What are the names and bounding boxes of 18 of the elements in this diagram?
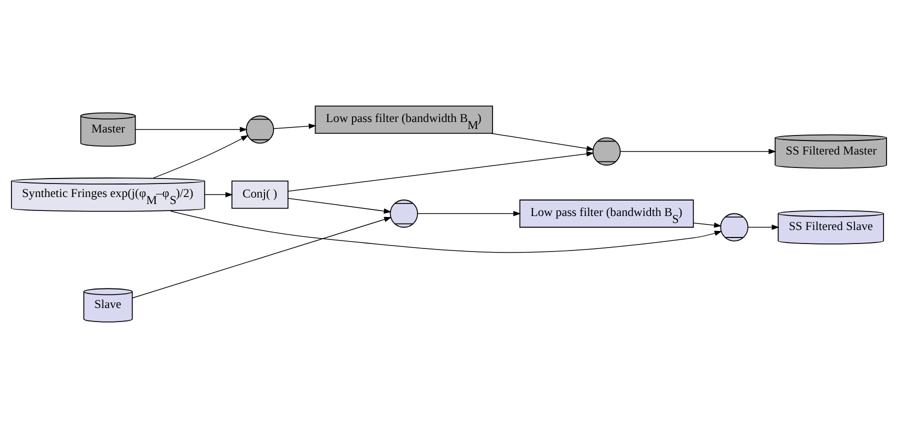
- node-box: Conj( ): [231, 180, 288, 209]
- arrow: [288, 198, 392, 214]
- node-circle: [390, 200, 418, 228]
- arrow: [134, 126, 248, 132]
- arrow: [170, 210, 722, 253]
- node-circle: [720, 213, 748, 242]
- arrow: [273, 124, 316, 129]
- arrow: [693, 222, 722, 228]
- arrow: [132, 216, 392, 298]
- node-circle: [592, 137, 621, 166]
- arrow: [748, 224, 780, 230]
- arrow: [490, 132, 594, 152]
- arrow: [620, 148, 776, 154]
- arrow: [204, 192, 234, 198]
- arrow: [288, 151, 594, 192]
- arrow: [417, 210, 521, 216]
- node-circle: [246, 115, 274, 144]
- arrow: [153, 135, 249, 178]
